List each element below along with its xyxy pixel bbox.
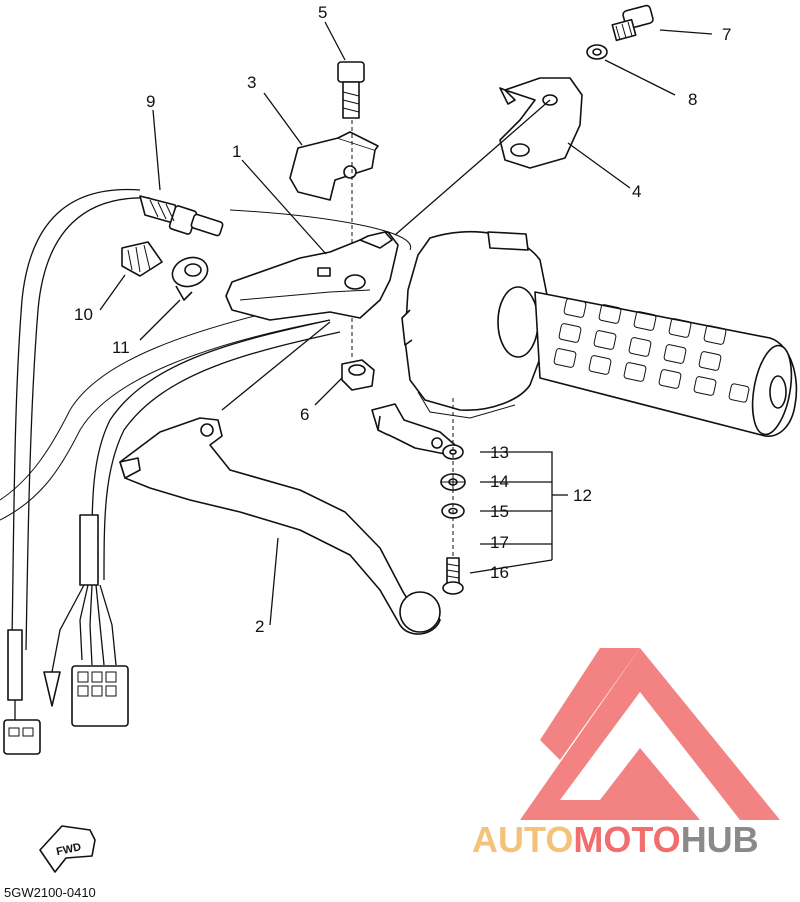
part-3-switch (289, 131, 379, 201)
label-2: 2 (255, 617, 264, 636)
leader-lines (99, 21, 713, 626)
label-13: 13 (490, 443, 509, 462)
watermark-logo (520, 648, 780, 820)
part-16-screw (442, 398, 464, 595)
callout-labels: 1 2 3 4 5 6 7 8 9 10 11 12 13 14 15 16 1… (74, 3, 731, 636)
label-7: 7 (722, 25, 731, 44)
cables (0, 188, 412, 651)
part-4-bracket (499, 77, 583, 169)
fwd-label: FWD (55, 841, 82, 858)
part-13-switch (371, 403, 456, 456)
watermark-auto: AUTO (472, 819, 573, 860)
watermark-hub: HUB (681, 819, 759, 860)
label-1: 1 (232, 142, 241, 161)
logo-triangle-icon (520, 648, 780, 820)
part-1-lever-holder (225, 231, 399, 321)
label-10: 10 (74, 305, 93, 324)
label-14: 14 (490, 472, 509, 491)
label-3: 3 (247, 73, 256, 92)
connector-right (43, 514, 129, 727)
watermark-text: AUTOMOTOHUB (472, 819, 759, 860)
handlebar-grip (534, 291, 798, 437)
switch-housing (401, 230, 549, 419)
label-15: 15 (490, 502, 509, 521)
diagram-code: 5GW2100-0410 (4, 885, 96, 900)
grip-pattern (553, 298, 750, 403)
watermark-moto: MOTO (573, 819, 680, 860)
part-11-ring (171, 256, 209, 301)
label-12: 12 (573, 486, 592, 505)
connector-left (3, 629, 41, 755)
label-17: 17 (490, 533, 509, 552)
label-16: 16 (490, 563, 509, 582)
fwd-arrow: FWD (39, 825, 96, 873)
label-11: 11 (112, 338, 130, 357)
part-10-nut (121, 241, 163, 277)
part-9-cable-adjuster (139, 195, 224, 237)
label-5: 5 (318, 3, 327, 22)
part-14-washer (442, 444, 464, 460)
part-2-lever (119, 417, 441, 635)
part-8-washer (586, 44, 608, 60)
label-9: 9 (146, 92, 155, 111)
label-6: 6 (300, 405, 309, 424)
label-4: 4 (632, 182, 641, 201)
label-8: 8 (688, 90, 697, 109)
part-7-screw (611, 4, 654, 42)
part-6-nut (341, 318, 375, 391)
